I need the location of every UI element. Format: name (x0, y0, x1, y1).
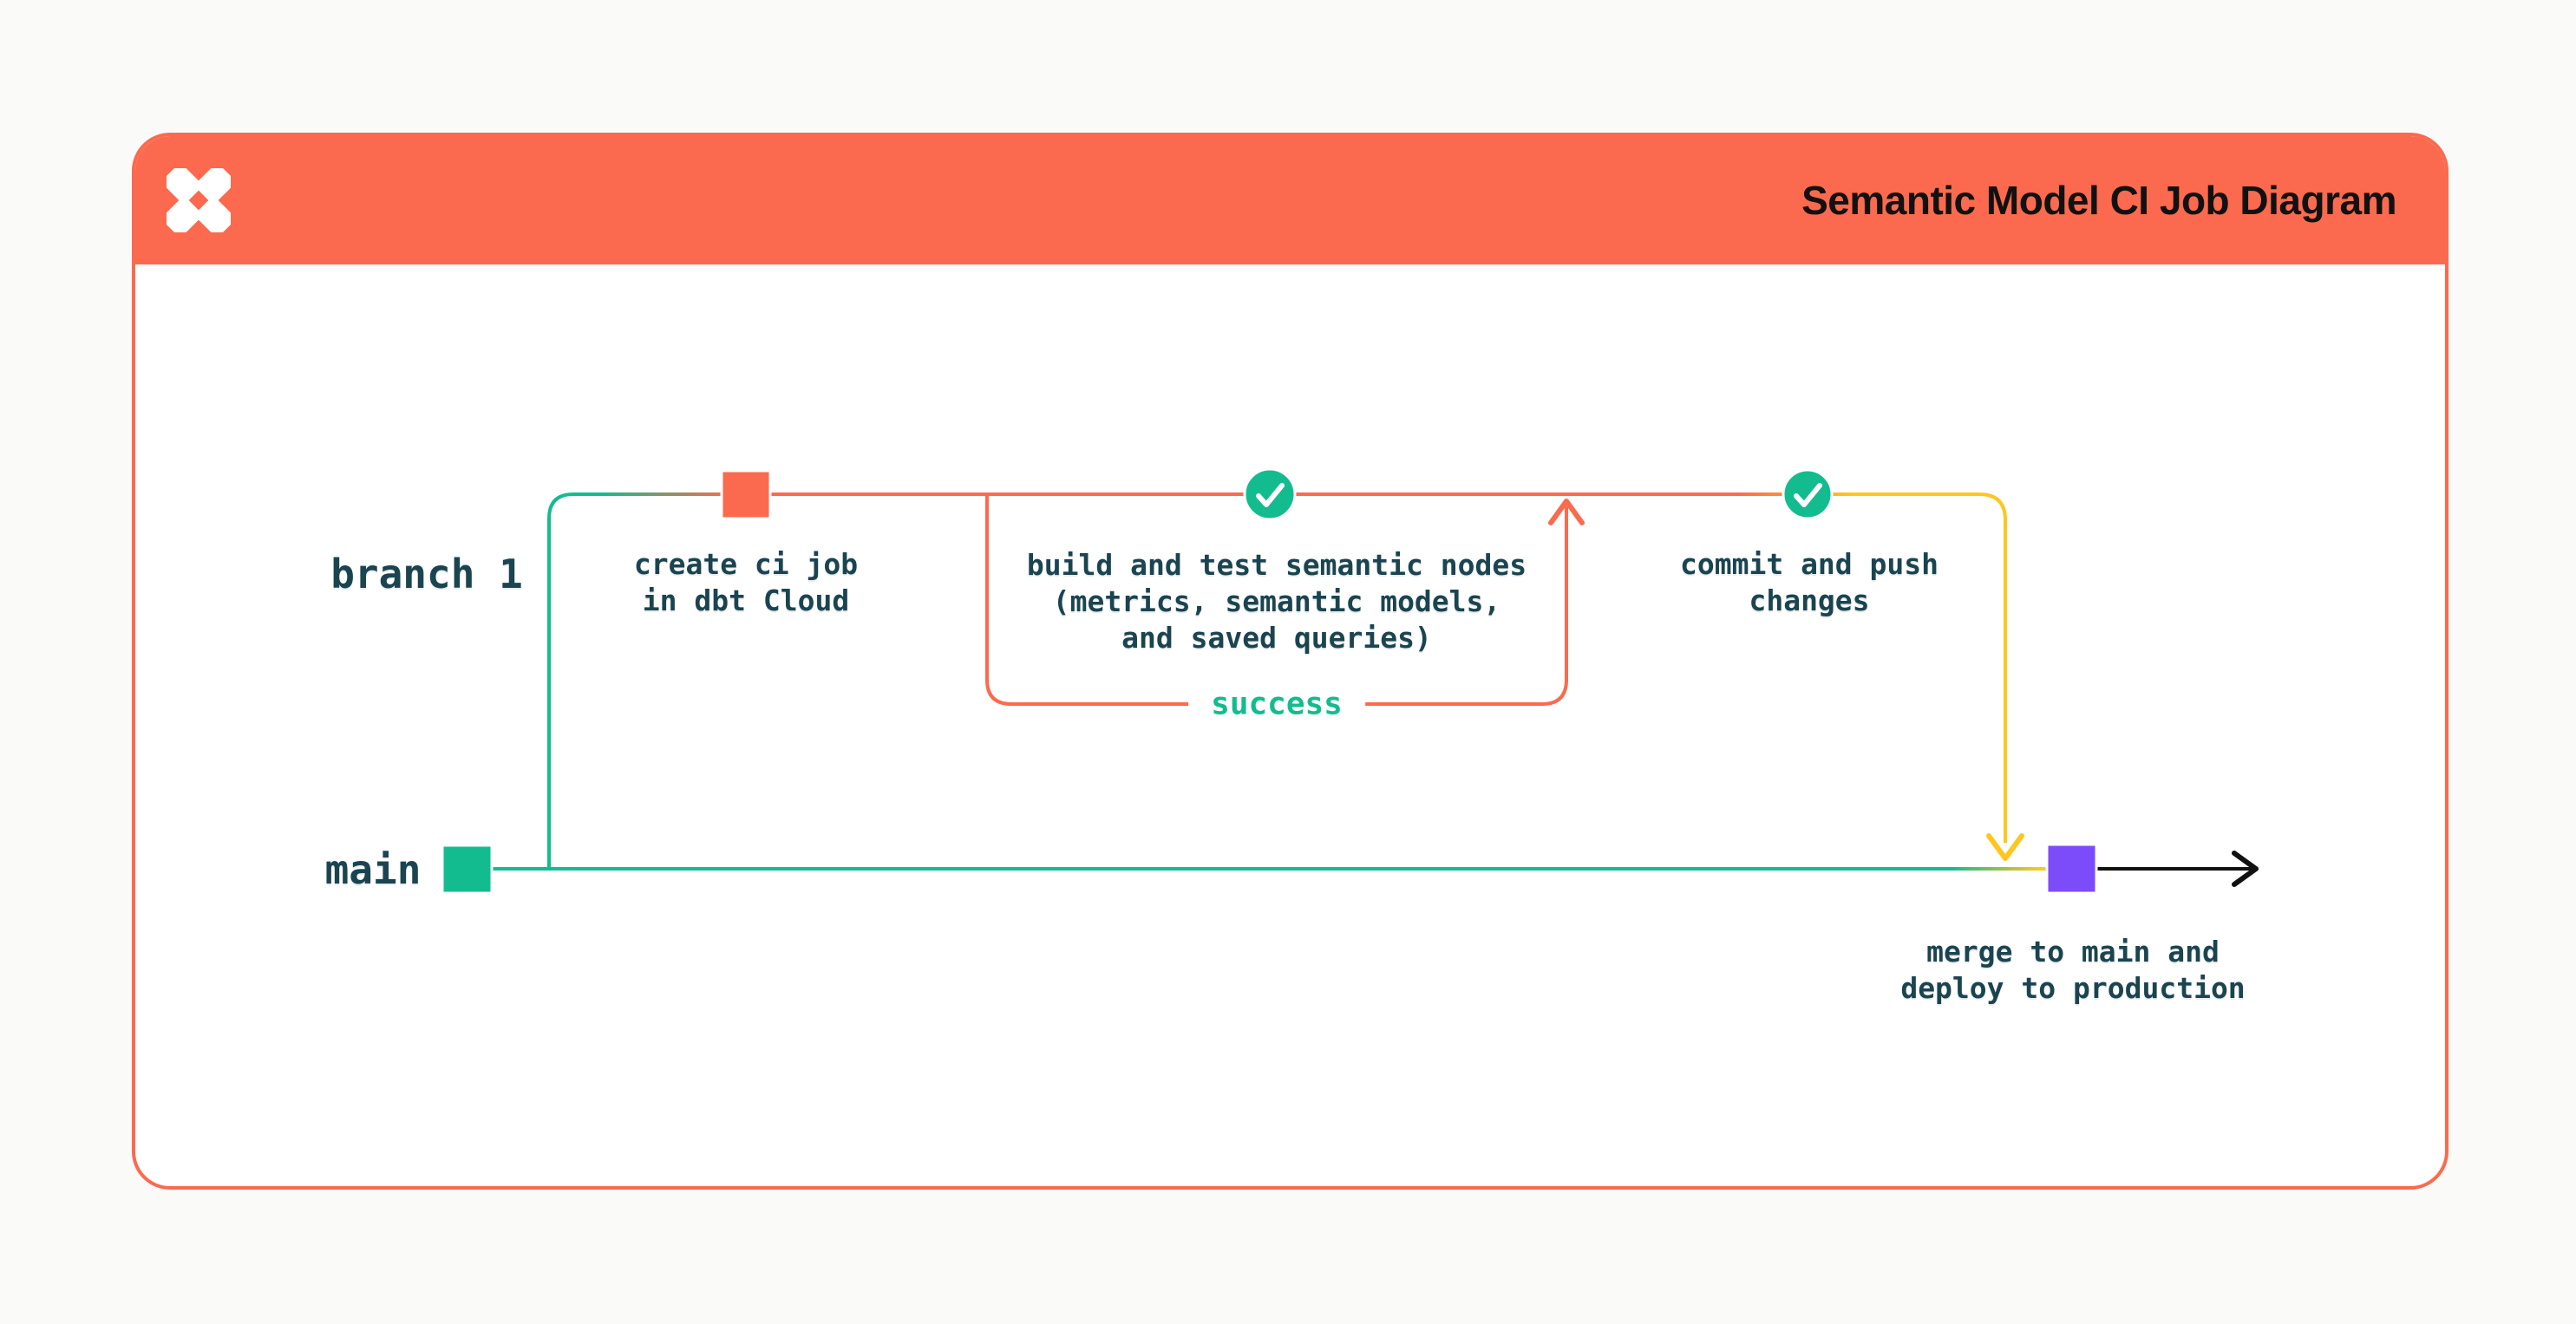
checkmark-icon (1794, 483, 1822, 507)
commit-push-caption: commit and push changes (1679, 547, 1939, 617)
branch-start-line (547, 492, 609, 869)
deploy-arrowhead-icon (2232, 851, 2259, 887)
merge-down-arrowhead-icon (1986, 833, 2024, 861)
page-title: Semantic Model CI Job Diagram (1801, 178, 2396, 223)
main-lane-label: main (324, 846, 422, 893)
build-test-caption: build and test semantic nodes (metrics, … (1026, 548, 1527, 655)
retry-up-arrowhead-icon (1548, 499, 1585, 525)
merge-commit-node (2045, 843, 2098, 895)
checkmark-icon (1256, 483, 1285, 507)
commit-push-check-node (1782, 468, 1834, 520)
create-ci-job-node (720, 469, 772, 520)
branch-merge-drop-line (1853, 492, 2007, 843)
merge-caption: merge to main and deploy to production (1900, 935, 2246, 1005)
main-commit-node (441, 844, 494, 895)
create-ci-job-caption: create ci job in dbt Cloud (633, 547, 859, 617)
diagram-card: Semantic Model CI Job Diagram (132, 133, 2449, 1190)
build-test-check-node (1243, 467, 1297, 521)
branch-lane-label: branch 1 (330, 551, 523, 597)
success-label: success (1188, 684, 1365, 724)
header-bar: Semantic Model CI Job Diagram (135, 136, 2445, 264)
dbt-logo-icon (167, 168, 231, 232)
